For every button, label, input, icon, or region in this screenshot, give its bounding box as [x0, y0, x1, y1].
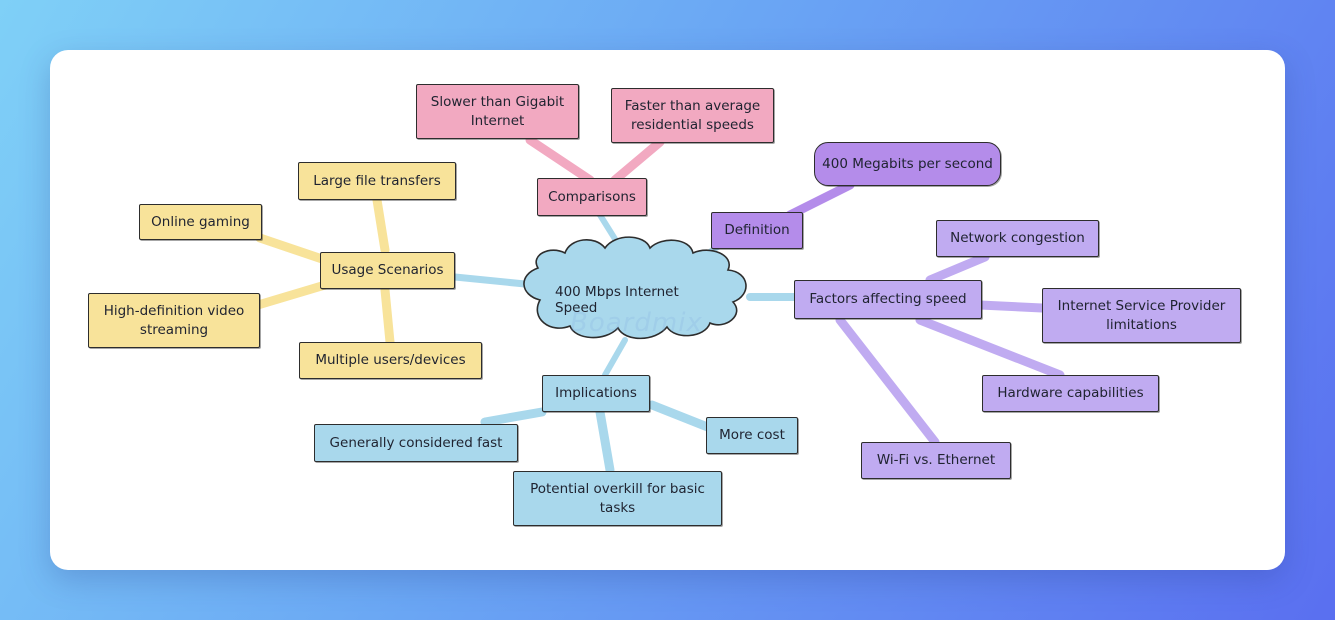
central-cloud-shape [523, 236, 747, 340]
link-comparisons-average [610, 137, 665, 185]
central-topic[interactable]: 400 Mbps Internet Speed [555, 284, 679, 316]
usage-large-file-transfers[interactable]: Large file transfers [298, 162, 456, 200]
link-usage-multiple [380, 285, 395, 347]
link-factors-isp [975, 300, 1047, 313]
factors-network-congestion[interactable]: Network congestion [936, 220, 1099, 257]
link-usage-large-files [372, 195, 390, 255]
branch-comparisons[interactable]: Comparisons [537, 178, 647, 216]
comparisons-faster-than-average[interactable]: Faster than average residential speeds [611, 88, 774, 143]
branch-implications[interactable]: Implications [542, 375, 650, 412]
connector-lines [253, 135, 1065, 475]
branch-factors-affecting-speed[interactable]: Factors affecting speed [794, 280, 982, 319]
link-center-implications [602, 337, 628, 378]
link-implications-fast [480, 407, 547, 427]
mind-map-card: Boardmix 400 Mbps Internet Speed Compari… [50, 50, 1285, 570]
link-usage-hd [253, 280, 330, 310]
factors-wifi-vs-ethernet[interactable]: Wi-Fi vs. Ethernet [861, 442, 1011, 479]
usage-hd-video-streaming[interactable]: High-definition video streaming [88, 293, 260, 348]
branch-usage-scenarios[interactable]: Usage Scenarios [320, 252, 455, 289]
watermark-text: Boardmix [570, 308, 703, 338]
implications-more-cost[interactable]: More cost [706, 417, 798, 454]
link-implications-overkill [595, 407, 615, 475]
usage-multiple-users-devices[interactable]: Multiple users/devices [299, 342, 482, 379]
factors-isp-limitations[interactable]: Internet Service Provider limitations [1042, 288, 1241, 343]
implications-generally-fast[interactable]: Generally considered fast [314, 424, 518, 462]
link-comparisons-gigabit [525, 135, 595, 185]
link-center-usage [451, 273, 529, 288]
link-definition-megabits [785, 180, 855, 220]
link-factors-wifi [835, 315, 940, 447]
link-implications-cost [647, 400, 715, 433]
definition-megabits-per-second[interactable]: 400 Megabits per second [814, 142, 1001, 186]
branch-definition[interactable]: Definition [711, 212, 803, 249]
link-factors-congestion [925, 252, 990, 285]
comparisons-slower-than-gigabit[interactable]: Slower than Gigabit Internet [416, 84, 579, 139]
factors-hardware-capabilities[interactable]: Hardware capabilities [982, 375, 1159, 412]
link-factors-hardware [915, 315, 1065, 380]
link-usage-gaming [255, 233, 330, 265]
usage-online-gaming[interactable]: Online gaming [139, 204, 262, 240]
implications-potential-overkill[interactable]: Potential overkill for basic tasks [513, 471, 722, 526]
